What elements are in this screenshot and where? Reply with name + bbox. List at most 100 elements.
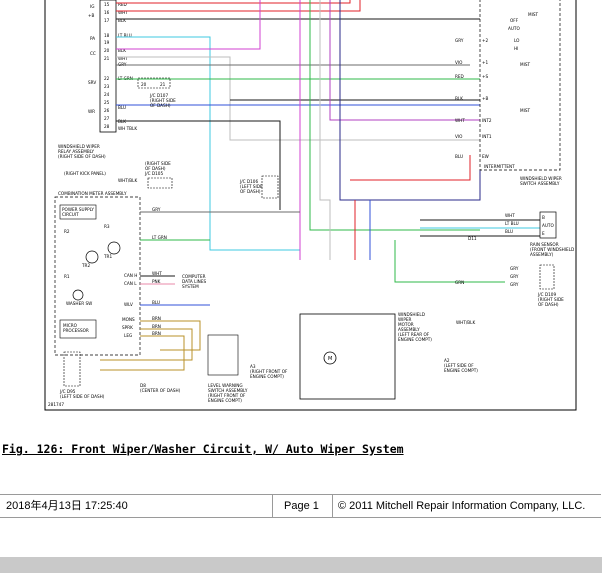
svg-text:23: 23 [104,84,110,89]
svg-text:BRN: BRN [152,331,161,336]
svg-text:24: 24 [104,92,110,97]
svg-text:RED: RED [455,74,464,79]
relay-wire-labels: RED WHT BLK LT BLU BLK WHT GRY LT GRN BL… [118,2,137,131]
svg-text:+1: +1 [482,60,489,65]
svg-text:R3: R3 [104,224,110,229]
svg-text:WHT: WHT [505,213,515,218]
svg-text:EW: EW [482,154,489,159]
figure-caption: Fig. 126: Front Wiper/Washer Circuit, W/… [2,442,404,456]
svg-text:18: 18 [104,33,110,38]
svg-text:GRY: GRY [152,207,161,212]
svg-text:TR2: TR2 [81,263,90,268]
switch-pins: +2 +1 +S +B INT2 INT1 EW [482,38,492,159]
svg-text:GRY: GRY [510,274,519,279]
svg-text:WLV: WLV [124,302,133,307]
svg-text:(RIGHT KICK PANEL): (RIGHT KICK PANEL) [64,171,106,176]
wiring-diagram: 15 16 17 18 19 20 21 22 23 24 25 26 27 2… [44,0,577,411]
switch-wires: GRY VIO RED BLK WHT VIO BLU [455,38,465,159]
svg-text:INT2: INT2 [482,118,492,123]
svg-text:WR: WR [88,109,95,114]
svg-text:MIST: MIST [520,62,531,67]
relay-side-labels: IG +B PA CC SRV WR [88,4,96,114]
wiper-wires [116,0,540,283]
svg-text:21: 21 [104,56,110,61]
svg-text:BLU: BLU [152,300,160,305]
svg-text:LT BLU: LT BLU [505,221,519,226]
svg-text:19: 19 [104,40,110,45]
svg-text:INTERMITTENT: INTERMITTENT [484,164,515,169]
svg-text:PNK: PNK [152,279,161,284]
svg-text:D11: D11 [468,236,477,241]
svg-text:GRY: GRY [510,266,519,271]
svg-text:26: 26 [104,108,110,113]
footer-separator [332,495,333,517]
svg-text:E: E [542,231,545,236]
svg-text:CAN H: CAN H [124,273,137,278]
svg-text:28: 28 [104,124,110,129]
svg-text:BLU: BLU [455,154,463,159]
combination-meter-label: COMBINATION METER ASSEMBLY [58,191,127,196]
svg-text:BLK: BLK [118,48,126,53]
footer-separator [272,495,273,517]
washer-sw-label: WASHER SW [66,301,92,306]
svg-text:B: B [542,215,545,220]
svg-text:PA: PA [90,36,95,41]
svg-text:INT1: INT1 [482,134,492,139]
svg-text:VIO: VIO [455,60,463,65]
svg-text:LO: LO [514,38,520,43]
svg-text:WHT/BLK: WHT/BLK [118,178,137,183]
svg-text:M: M [328,356,332,362]
svg-text:SRV: SRV [88,80,96,85]
meter-wires [100,211,300,371]
jc-d95-label: J/C D95(LEFT SIDE OF DASH) [59,389,105,399]
svg-text:CAN L: CAN L [124,281,137,286]
svg-text:RED: RED [118,2,127,7]
svg-text:BLU: BLU [505,229,513,234]
svg-text:CC: CC [90,51,96,56]
svg-text:OFF: OFF [510,18,519,23]
svg-text:VIO: VIO [455,134,463,139]
svg-text:20: 20 [104,48,110,53]
center-dash-label: D8(CENTER OF DASH) [140,383,181,393]
svg-text:MONS: MONS [122,317,135,322]
svg-text:R1: R1 [64,274,70,279]
svg-text:BRN: BRN [152,324,161,329]
svg-text:GRY: GRY [510,282,519,287]
ref-code: 281747 [48,402,64,407]
svg-text:LEG: LEG [124,333,132,338]
page-footer: 2018年4月13日 17:25:40 Page 1 © 2011 Mitche… [0,494,601,518]
svg-text:BLK: BLK [118,18,126,23]
svg-text:HI: HI [514,46,518,51]
svg-text:27: 27 [104,116,110,121]
footer-copyright: © 2011 Mitchell Repair Information Compa… [338,500,586,512]
svg-text:25: 25 [104,100,110,105]
svg-text:16: 16 [104,10,110,15]
svg-text:17: 17 [104,18,110,23]
svg-text:AUTO: AUTO [508,26,520,31]
svg-text:22: 22 [104,76,110,81]
svg-text:WH TBLK: WH TBLK [118,126,137,131]
svg-text:AUTO: AUTO [542,223,554,228]
svg-text:BRN: BRN [152,316,161,321]
svg-text:LT BLU: LT BLU [118,33,132,38]
svg-text:R2: R2 [64,229,70,234]
svg-text:IG: IG [90,4,94,9]
svg-text:WHT/BLK: WHT/BLK [456,320,475,325]
viewer-bottom-bar [0,557,602,573]
footer-date: 2018年4月13日 17:25:40 [6,500,128,512]
svg-text:21: 21 [160,82,166,87]
svg-text:+B: +B [482,96,489,101]
svg-text:15: 15 [104,2,110,7]
